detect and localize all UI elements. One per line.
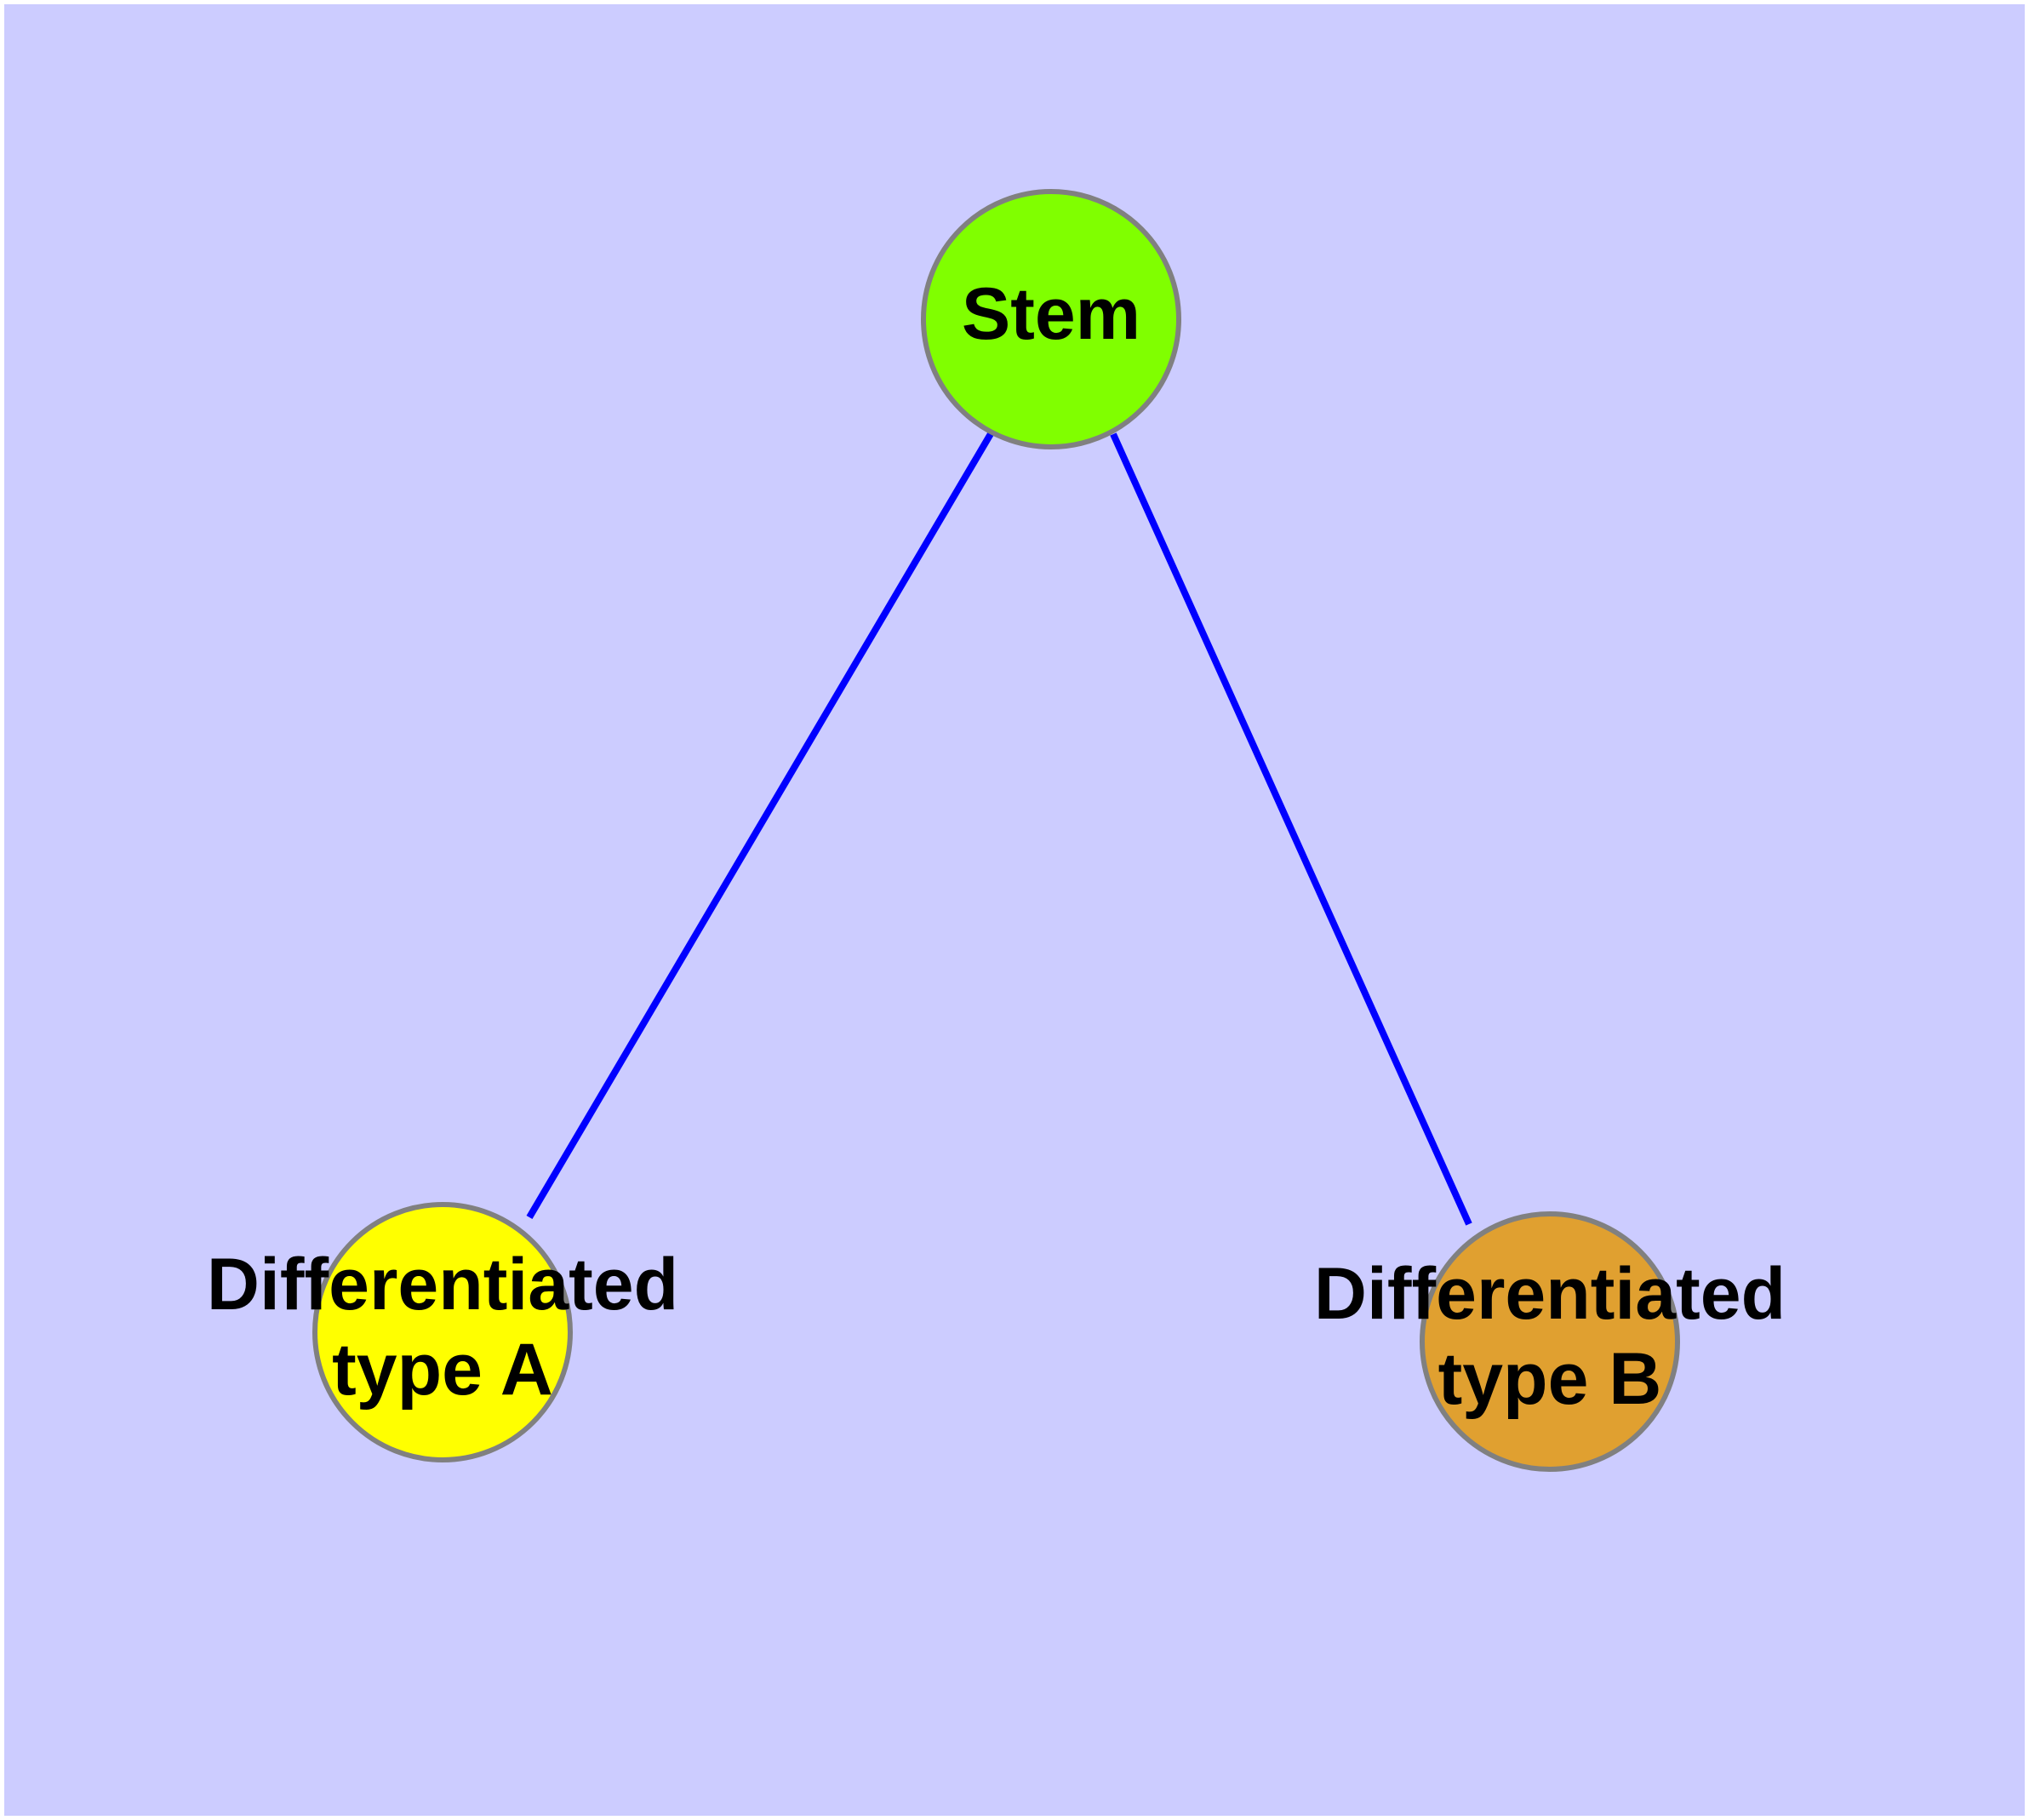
label-line: type A [332,1329,553,1411]
label-line: Differentiated [1314,1253,1786,1335]
label-line: type B [1438,1338,1662,1420]
label-line: Differentiated [207,1244,678,1325]
label-line: Stem [962,273,1140,355]
graph-node-label-stem: Stem [962,273,1140,355]
graph-node-diff_a[interactable] [312,1202,573,1462]
graph-edge-stem-diff_b[interactable] [1110,432,1472,1226]
graph-edge-stem-diff_a[interactable] [526,430,995,1220]
nodes-layer [312,189,1680,1472]
graph-node-diff_b[interactable] [1420,1211,1680,1472]
edges-layer [526,430,1472,1226]
graph-node-stem[interactable] [921,189,1181,449]
